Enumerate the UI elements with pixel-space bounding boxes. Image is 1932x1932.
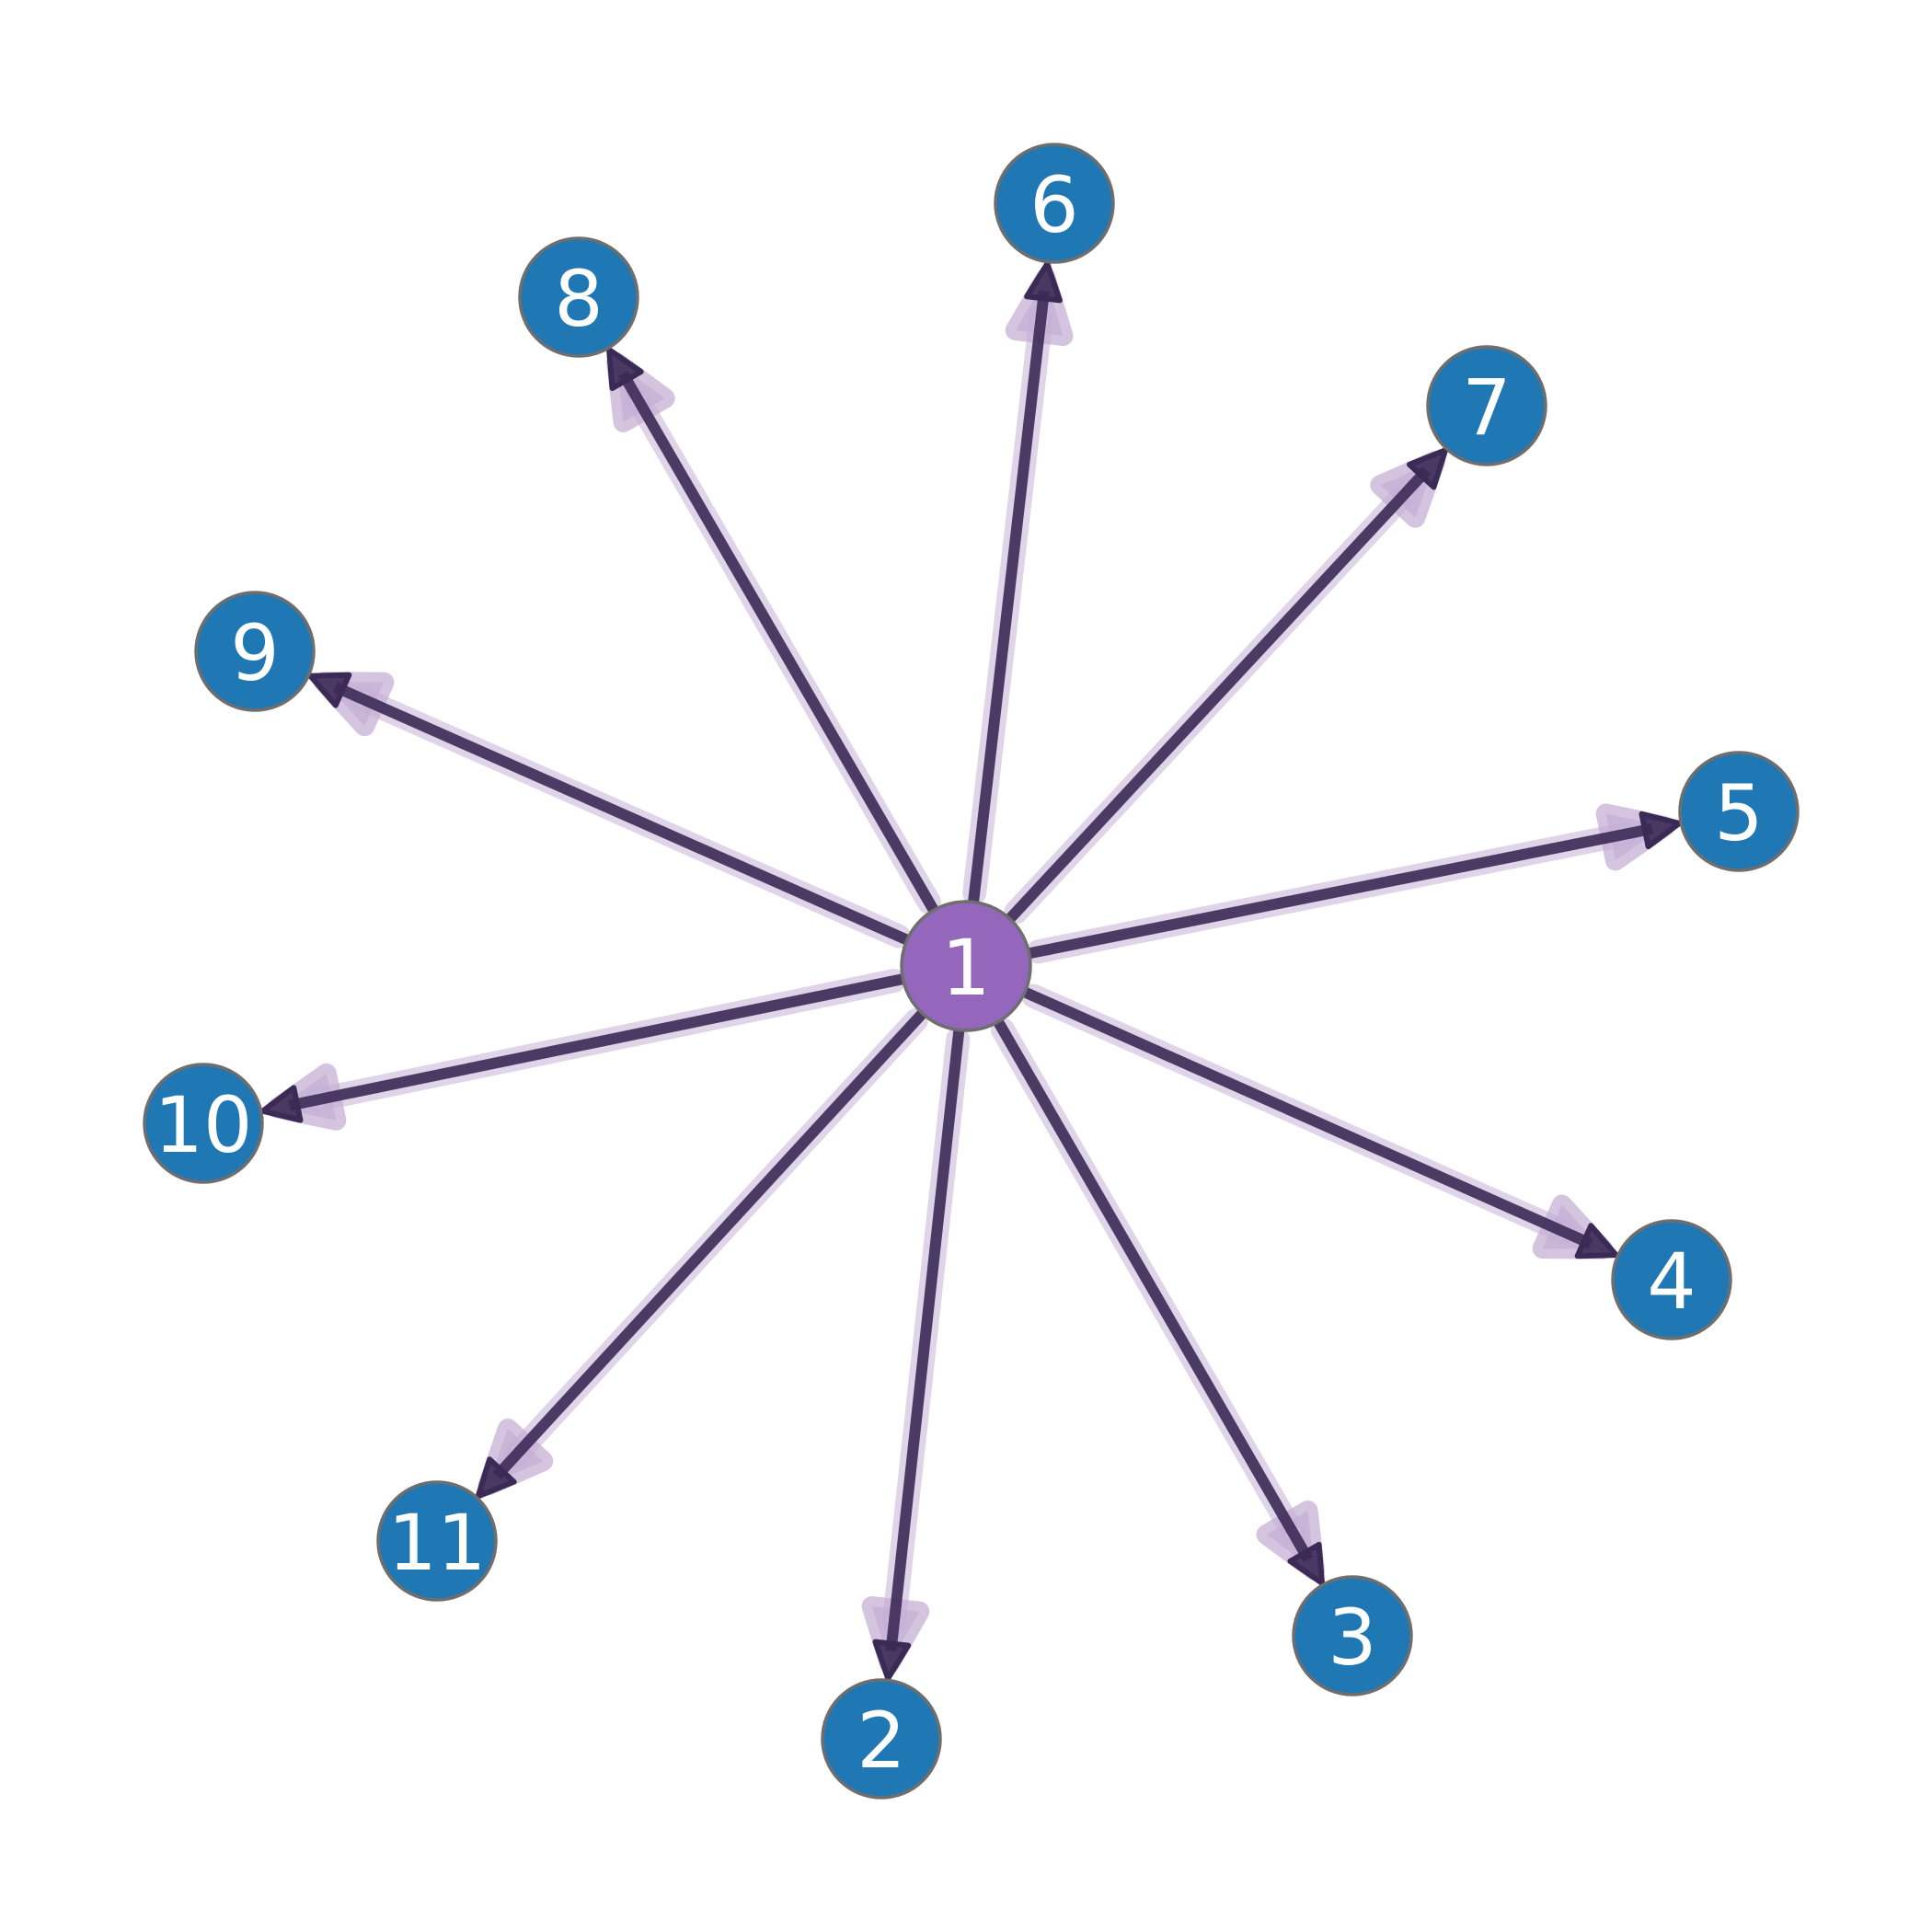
node-label: 2	[857, 1696, 905, 1786]
node-label: 6	[1029, 160, 1078, 250]
node-circle	[143, 1063, 264, 1184]
node-circle	[994, 143, 1115, 264]
edge-1-5	[1028, 811, 1683, 960]
node-circle	[821, 1678, 942, 1800]
node-8: 8	[518, 236, 639, 358]
edge-1-6	[968, 260, 1063, 903]
node-layer: 1 2 3 4 5 6 7 8 9 10 11	[143, 143, 1800, 1800]
node-4: 4	[1611, 1219, 1732, 1340]
node-label: 4	[1647, 1236, 1696, 1327]
node-circle	[518, 236, 639, 358]
node-circle	[1426, 345, 1547, 466]
node-circle	[900, 900, 1032, 1032]
node-label: 9	[230, 608, 279, 698]
node-label: 5	[1714, 768, 1763, 858]
node-2: 2	[821, 1678, 942, 1800]
node-7: 7	[1426, 345, 1547, 466]
node-6: 6	[994, 143, 1115, 264]
edge-1-10	[259, 973, 904, 1123]
node-circle	[1292, 1575, 1413, 1696]
node-9: 9	[194, 591, 316, 712]
edge-1-3	[993, 1018, 1326, 1586]
node-5: 5	[1678, 751, 1800, 872]
node-3: 3	[1292, 1575, 1413, 1696]
edge-1-9	[307, 672, 910, 946]
node-circle	[1678, 751, 1800, 872]
node-label: 10	[155, 1080, 253, 1170]
edge-1-7	[1006, 447, 1449, 923]
node-label: 3	[1328, 1593, 1376, 1683]
edge-layer	[259, 260, 1683, 1682]
node-circle	[1611, 1219, 1732, 1340]
node-label: 7	[1462, 362, 1511, 453]
node-10: 10	[143, 1063, 264, 1184]
node-circle	[376, 1480, 498, 1602]
edge-1-8	[606, 347, 939, 914]
node-label: 11	[388, 1498, 487, 1588]
node-1: 1	[900, 900, 1032, 1032]
edge-1-11	[475, 1009, 927, 1500]
edge-1-4	[1022, 986, 1619, 1259]
node-label: 8	[554, 254, 603, 344]
node-11: 11	[376, 1480, 498, 1602]
edge-1-2	[872, 1029, 965, 1682]
node-circle	[194, 591, 316, 712]
node-label: 1	[941, 923, 990, 1013]
